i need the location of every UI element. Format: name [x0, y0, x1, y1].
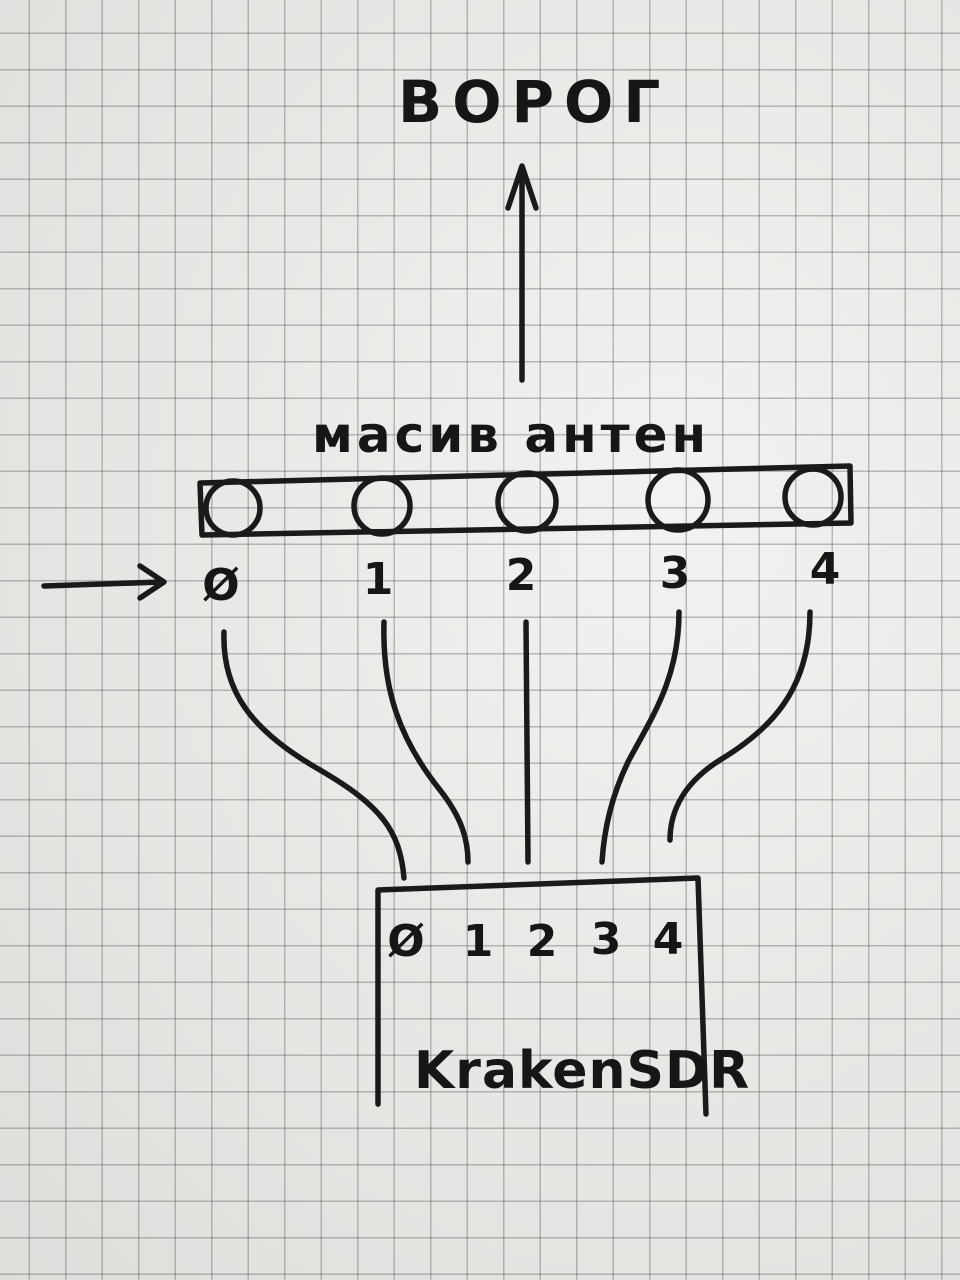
- cable-4: [670, 612, 810, 840]
- antenna-element-2: [498, 473, 556, 531]
- antenna-array-bar: [200, 466, 851, 535]
- cable-3: [602, 612, 679, 862]
- device-name: KrakenSDR: [414, 1041, 750, 1101]
- cable-0: [224, 632, 404, 878]
- antenna-port-label-3: 3: [660, 548, 691, 599]
- cable-1: [384, 622, 468, 862]
- device-port-label-4: 4: [653, 914, 684, 965]
- antenna-element-4: [785, 469, 841, 525]
- array-label: масив антен: [312, 406, 710, 464]
- antenna-port-label-4: 4: [810, 544, 841, 595]
- device-port-label-1: 1: [463, 916, 494, 967]
- reference-arrow-shaft: [44, 582, 162, 586]
- device-port-label-3: 3: [591, 914, 622, 965]
- cable-2: [526, 622, 528, 862]
- device-port-label-2: 2: [527, 916, 558, 967]
- antenna-port-label-2: 2: [506, 550, 537, 601]
- antenna-port-label-0: Ø: [202, 560, 239, 611]
- device-port-label-0: Ø: [387, 916, 424, 967]
- antenna-element-1: [354, 478, 410, 534]
- target-label: ВОРОГ: [398, 68, 670, 136]
- antenna-element-0: [206, 481, 260, 535]
- antenna-port-label-1: 1: [363, 554, 394, 605]
- antenna-element-3: [648, 470, 708, 530]
